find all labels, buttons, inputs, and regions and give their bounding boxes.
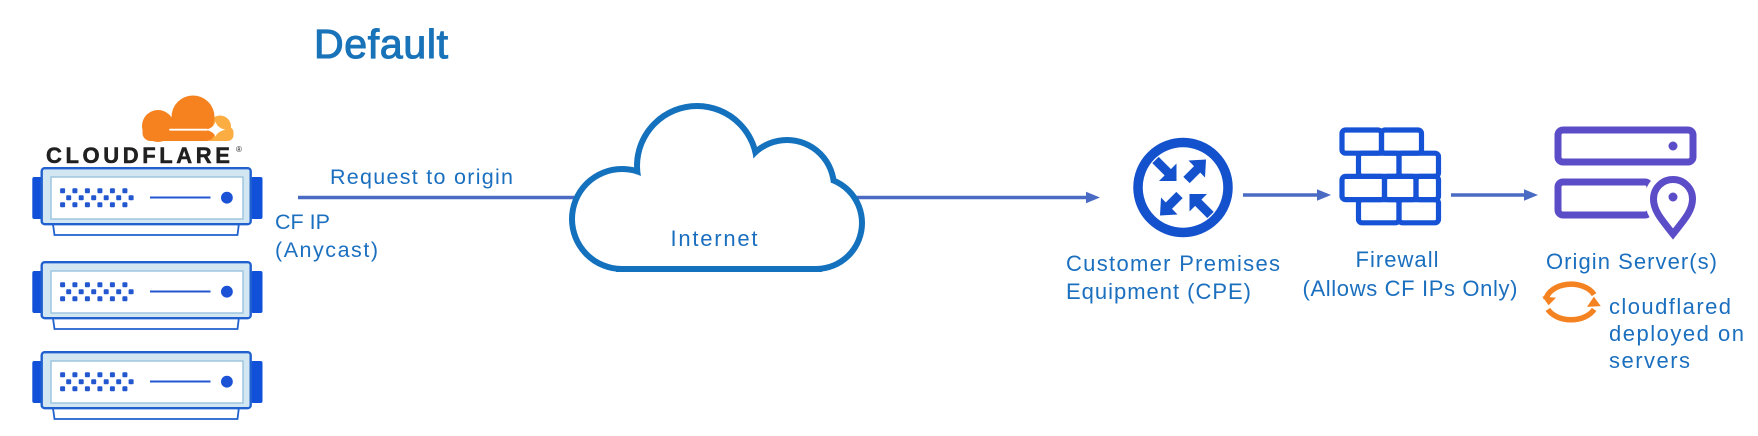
svg-text:servers: servers bbox=[1609, 348, 1690, 373]
svg-text:CF IP: CF IP bbox=[275, 210, 330, 234]
svg-text:Firewall: Firewall bbox=[1356, 247, 1439, 272]
svg-text:Origin Server(s): Origin Server(s) bbox=[1546, 249, 1717, 274]
svg-text:CLOUDFLARE: CLOUDFLARE bbox=[46, 143, 234, 168]
svg-text:Request to origin: Request to origin bbox=[330, 165, 513, 189]
svg-text:Customer Premises: Customer Premises bbox=[1066, 251, 1280, 276]
svg-text:(Anycast): (Anycast) bbox=[275, 238, 378, 262]
svg-text:cloudflared: cloudflared bbox=[1609, 294, 1731, 319]
svg-text:(Allows CF IPs Only): (Allows CF IPs Only) bbox=[1303, 276, 1518, 301]
svg-text:®: ® bbox=[236, 145, 242, 154]
svg-text:Internet: Internet bbox=[671, 226, 758, 251]
svg-text:Default: Default bbox=[314, 21, 449, 67]
svg-text:deployed on: deployed on bbox=[1609, 321, 1744, 346]
svg-text:Equipment (CPE): Equipment (CPE) bbox=[1066, 279, 1251, 304]
